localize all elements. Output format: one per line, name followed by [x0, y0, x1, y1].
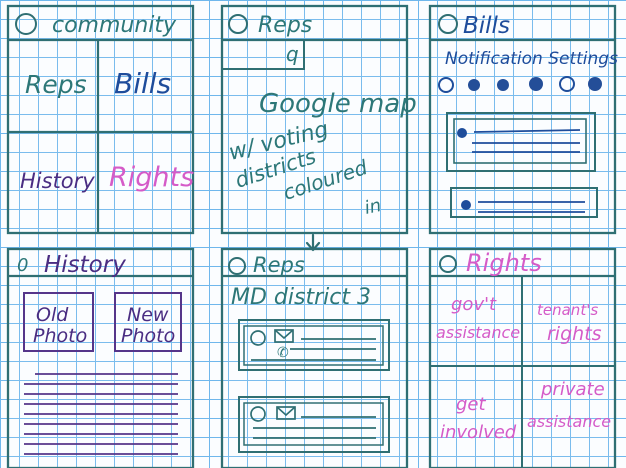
home-circle-icon[interactable] — [15, 13, 37, 35]
notification-icons — [438, 76, 602, 93]
rep-card[interactable]: ✆ — [238, 319, 390, 371]
old-photo-label-2: Photo — [33, 325, 87, 347]
community-tile-rights-label: Rights — [109, 162, 194, 193]
bill-card[interactable] — [450, 187, 598, 218]
rights-tile-tenants-rights-line-2: rights — [547, 323, 602, 345]
bill-status-icon — [461, 200, 471, 210]
rights-title: Rights — [466, 249, 542, 277]
rights-tile-private-assistance[interactable]: private assistance — [527, 379, 611, 431]
notification-dot-icon[interactable] — [468, 79, 480, 91]
history-panel: 0 History Old Photo New Photo — [6, 247, 195, 468]
new-photo-label-2: Photo — [121, 325, 175, 347]
community-panel: community Reps Bills History Rights — [6, 4, 194, 235]
old-photo: Old Photo — [23, 292, 94, 352]
rights-tile-private-assistance-line-2: assistance — [527, 412, 611, 431]
home-circle-icon[interactable] — [228, 257, 246, 275]
notification-settings-label: Notification Settings — [445, 49, 618, 69]
home-circle-icon[interactable] — [439, 255, 457, 273]
old-photo-label-1: Old — [36, 304, 69, 326]
notification-dot-icon[interactable] — [497, 79, 509, 91]
rights-tile-get-involved-line-1: get — [456, 394, 487, 415]
community-tile-bills-label: Bills — [114, 67, 171, 100]
notification-dot-icon[interactable] — [559, 76, 575, 92]
rights-tile-get-involved-line-2: involved — [440, 422, 517, 443]
community-title: community — [52, 13, 177, 38]
notification-dot-icon[interactable] — [529, 77, 543, 91]
search-icon[interactable]: q — [286, 42, 299, 66]
search-input[interactable] — [221, 39, 305, 70]
new-photo-label-1: New — [127, 304, 169, 326]
reps-map-panel: Reps q Google map w/ voting districts co… — [220, 4, 417, 252]
home-circle-icon[interactable] — [228, 14, 248, 34]
bill-card[interactable] — [446, 112, 596, 172]
mail-icon[interactable] — [276, 406, 296, 420]
community-tile-history[interactable]: History — [20, 169, 95, 193]
history-text-lines — [24, 373, 178, 455]
mail-icon[interactable] — [274, 329, 294, 343]
rep-card[interactable] — [238, 396, 390, 453]
notification-dot-icon[interactable] — [438, 77, 454, 93]
reps-district-title: Reps — [253, 253, 305, 277]
rights-tile-tenants-rights-line-1: tenant's — [537, 301, 598, 319]
avatar-icon — [250, 330, 266, 346]
rights-tile-govt-assistance[interactable]: gov't assistance — [436, 294, 520, 342]
reps-map-title: Reps — [258, 13, 312, 38]
rights-tile-private-assistance-line-1: private — [540, 379, 605, 400]
rights-tile-tenants-rights[interactable]: tenant's rights — [537, 301, 602, 345]
notification-dot-icon[interactable] — [588, 77, 602, 91]
history-title: History — [44, 252, 126, 278]
phone-icon[interactable]: ✆ — [277, 345, 289, 361]
community-tile-reps[interactable]: Reps — [25, 70, 87, 99]
home-circle-icon[interactable] — [438, 14, 458, 34]
avatar-icon — [250, 406, 266, 422]
community-tile-bills[interactable]: Bills — [114, 67, 171, 100]
community-tile-rights[interactable]: Rights — [109, 162, 194, 193]
rights-panel: Rights gov't assistance tenant's rights … — [428, 247, 617, 468]
rights-tile-govt-assistance-line-1: gov't — [451, 294, 497, 315]
down-arrow-icon — [305, 233, 321, 252]
rights-tile-govt-assistance-line-2: assistance — [436, 323, 520, 342]
new-photo: New Photo — [114, 292, 182, 352]
map-text-line-1: Google map — [259, 89, 417, 119]
bills-title: Bills — [463, 13, 510, 39]
rights-tile-get-involved[interactable]: get involved — [440, 394, 517, 443]
bill-status-icon — [457, 128, 467, 138]
reps-district-panel: Reps MD district 3 ✆ — [220, 247, 409, 468]
community-tile-reps-label: Reps — [25, 70, 87, 99]
community-tile-history-label: History — [20, 169, 95, 193]
map-text-line-5: in — [363, 195, 383, 219]
home-circle-icon[interactable]: 0 — [17, 255, 28, 276]
district-label: MD district 3 — [231, 285, 371, 310]
bills-panel: Bills Notification Settings — [428, 4, 618, 235]
